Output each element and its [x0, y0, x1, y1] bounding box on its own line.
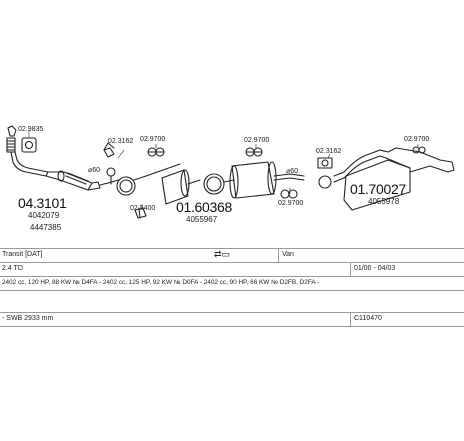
vehicle-wheelbase: - SWB 2933 mm: [2, 315, 54, 322]
gasket-front-label: 02.9835: [18, 126, 44, 133]
rubber-mid-label: 02.5400: [130, 205, 156, 212]
front-pipe-flex-icon: [6, 125, 49, 177]
exhaust-system-diagram: [6, 125, 455, 219]
vehicle-engine-codes: 2402 cc, 120 HP, 88 KW № D4FA - 2402 cc,…: [2, 279, 320, 286]
front-gasket-icon: [21, 137, 37, 153]
part-oe-front-1: 4042079: [28, 211, 60, 220]
center-muffler-icon: [161, 169, 201, 205]
vehicle-years: 01/00 - 04/03: [354, 265, 396, 272]
pipe-ring-icon: [203, 173, 225, 195]
hanger-icon: [412, 146, 426, 154]
middle-muffler-icon: [229, 161, 305, 199]
rubber-mount-icon: [134, 207, 147, 219]
rear-muffler-icon: [333, 147, 455, 211]
spec-row-model: Transit [DAT] ⇄▭ Van: [0, 248, 464, 262]
part-code-rear: 01.70027: [350, 181, 406, 197]
van-icon: ⇄▭: [214, 249, 231, 259]
resonator-ring-icon: [111, 163, 181, 196]
hanger-icon: [147, 147, 165, 157]
clamp-icon: [103, 142, 116, 185]
clamp-icon: [317, 157, 333, 189]
hanger-c-label: 02.9700: [278, 200, 304, 207]
vehicle-model: Transit [DAT]: [2, 251, 43, 258]
part-code-front: 04.3101: [18, 195, 67, 211]
vehicle-engine: 2.4 TD: [2, 265, 23, 272]
spec-row-wheelbase: - SWB 2933 mm C110470: [0, 312, 464, 326]
hanger-icon: [280, 189, 298, 199]
part-oe-front-2: 4447385: [30, 223, 62, 232]
spec-row-codes: 2402 cc, 120 HP, 88 KW № D4FA - 2402 cc,…: [0, 276, 464, 290]
hanger-b-label: 02.9700: [244, 137, 270, 144]
clamp-a-label: 02.3162: [108, 138, 134, 145]
clamp-b-label: 02.3162: [316, 148, 342, 155]
hanger-icon: [245, 147, 263, 157]
catalytic-converter-icon: [45, 170, 101, 191]
part-oe-rear: 4055978: [368, 197, 400, 206]
vehicle-ref: C110470: [354, 315, 382, 322]
hanger-a-label: 02.9700: [140, 136, 166, 143]
spec-row-engine: 2.4 TD 01/00 - 04/03: [0, 262, 464, 276]
diameter-2-label: ⌀60: [286, 168, 299, 175]
diameter-1-label: ⌀60: [88, 167, 101, 174]
part-code-middle: 01.60368: [176, 199, 232, 215]
hanger-d-label: 02.9700: [404, 136, 430, 143]
vehicle-body: Van: [282, 251, 294, 258]
part-oe-middle: 4055967: [186, 215, 218, 224]
